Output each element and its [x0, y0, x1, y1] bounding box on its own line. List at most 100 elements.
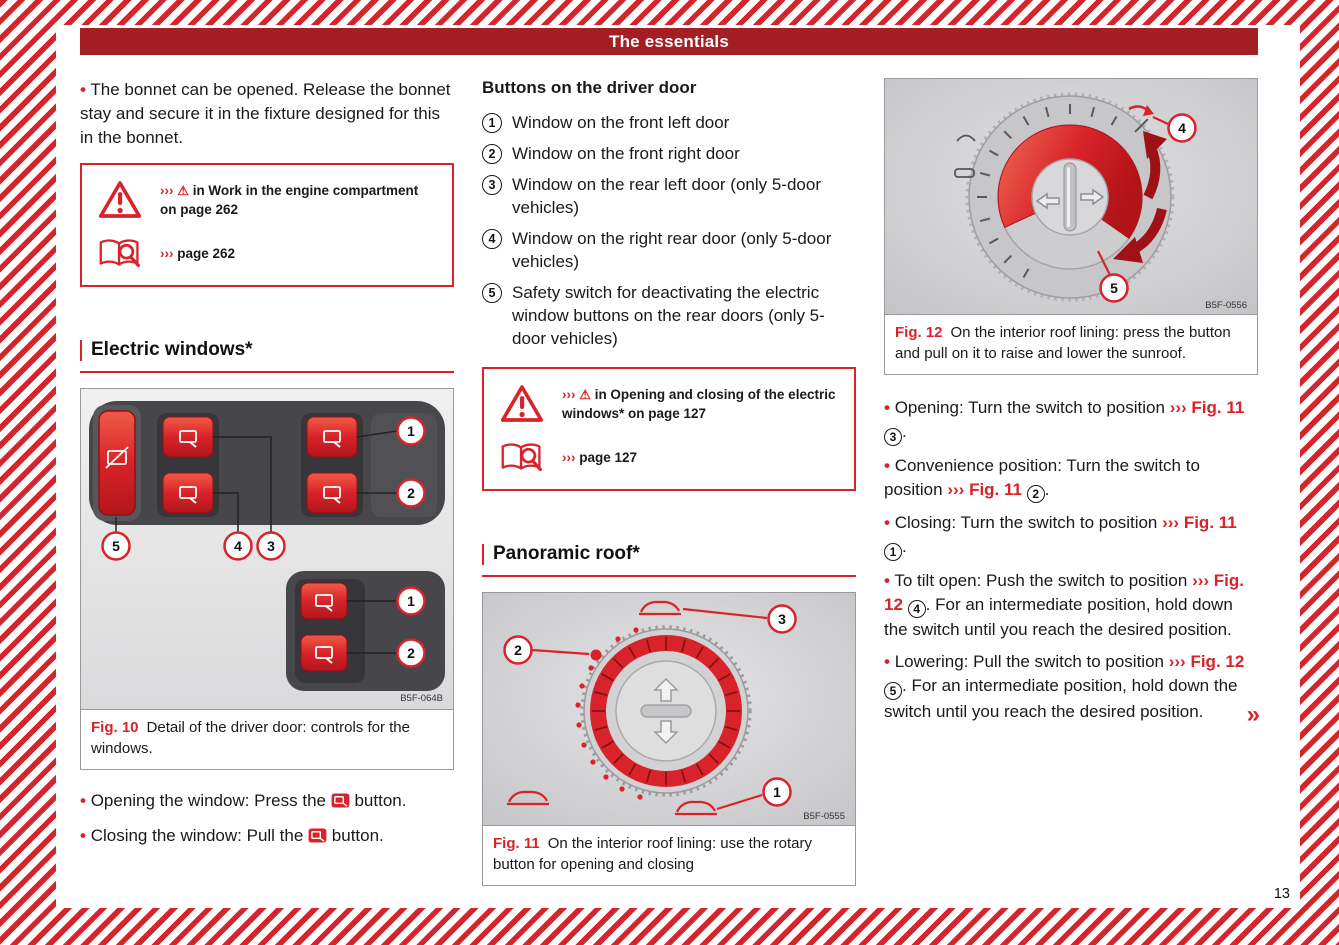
page-title: The essentials: [609, 31, 729, 51]
callout-number: 4: [482, 229, 502, 249]
image-code: B5F-0555: [803, 811, 845, 822]
page-ref-text: page 262: [177, 246, 236, 261]
svg-text:3: 3: [267, 538, 275, 554]
svg-text:5: 5: [112, 538, 120, 554]
figure-10-image: 1 2 5 4: [81, 389, 453, 709]
figure-reference: Fig. 11: [1191, 398, 1245, 417]
callout-5: 5: [1099, 273, 1129, 303]
figure-10-label: Fig. 10: [91, 719, 139, 736]
callout-lines: [1097, 116, 1169, 276]
warning-row: ››› ⚠ in Work in the engine compartment …: [96, 180, 438, 219]
bullet-dot: •: [80, 791, 86, 810]
roof-position-icons: [954, 134, 976, 178]
list-item-text: Safety switch for deactivating the elect…: [512, 283, 825, 348]
callout-rear-left: 3: [256, 531, 286, 561]
figure-10-caption-text: Detail of the driver door: controls for …: [91, 719, 410, 757]
continuation-mark: »: [1246, 700, 1260, 728]
instruction-bullet: • Convenience position: Turn the switch …: [884, 454, 1258, 503]
bullet-dot: •: [884, 455, 890, 475]
callout-safety-switch: 5: [101, 531, 131, 561]
window-control-panel: [89, 401, 445, 525]
callout-ref: 3: [884, 427, 902, 446]
window-button-icon: [331, 791, 350, 815]
page-ref-text: page 127: [579, 450, 638, 465]
warning-triangle-icon: [498, 384, 546, 423]
rear-door-panel: [286, 571, 445, 691]
section-heading-panoramic-roof: Panoramic roof*: [482, 541, 856, 577]
page-header-bar: The essentials: [80, 28, 1258, 55]
bullet-text-post: . For an intermediate position, hold dow…: [884, 676, 1238, 721]
figure-11-caption-text: On the interior roof lining: use the rot…: [493, 835, 812, 873]
roof-closed-icon: [507, 790, 549, 806]
callout-rear-right: 4: [223, 531, 253, 561]
bullet-text-post: .: [1044, 479, 1050, 499]
down-arrow-button: [653, 720, 679, 745]
closing-window-bullet: • Closing the window: Pull the button.: [80, 824, 454, 850]
tilt-arrow: [1143, 131, 1167, 200]
svg-text:2: 2: [407, 645, 415, 661]
safety-switch-button: [98, 410, 136, 516]
callout-ref: 2: [1026, 485, 1045, 503]
list-item: 2 Window on the front right door: [482, 142, 856, 165]
bullet-dot: •: [884, 513, 890, 532]
instruction-bullet: • Lowering: Pull the switch to position …: [884, 650, 1260, 728]
opening-window-text: Opening the window: Press the: [90, 791, 326, 810]
left-arrow-glyph: [1035, 192, 1060, 210]
callout-ref: 4: [907, 600, 926, 618]
figure-reference: Fig. 11: [969, 479, 1022, 499]
sunroof-instructions: • Opening: Turn the switch to position ›…: [884, 396, 1260, 728]
svg-text:4: 4: [234, 538, 242, 554]
page-ref-row: ››› page 127: [498, 441, 840, 474]
push-arrow-icon: [1128, 105, 1154, 116]
figure-11-label: Fig. 11: [493, 835, 540, 852]
page-ref-row: ››› page 262: [96, 237, 438, 270]
figure-12-image: 4 5 B5F-0556: [885, 79, 1257, 314]
figure-11-image: 3 2 1 B5F-0555: [483, 593, 855, 825]
svg-text:5: 5: [1110, 280, 1118, 296]
bonnet-note: • The bonnet can be opened. Release the …: [80, 78, 454, 150]
callout-3: 3: [767, 604, 797, 634]
chevrons: ›››: [562, 450, 576, 465]
instruction-bullet: • Opening: Turn the switch to position ›…: [884, 396, 1258, 446]
list-item: 5 Safety switch for deactivating the ele…: [482, 281, 856, 350]
list-item: 3 Window on the rear left door (only 5-d…: [482, 173, 856, 219]
sunroof-switch: [954, 92, 1175, 302]
page-content-area: The essentials • The bonnet can be opene…: [56, 25, 1300, 908]
inline-warning-icon: ⚠: [177, 182, 189, 198]
closing-window-text-post: button.: [331, 826, 384, 845]
callout-ref: 5: [884, 681, 902, 700]
instruction-bullet: • To tilt open: Push the switch to posit…: [884, 569, 1258, 643]
bullet-text-post: .: [902, 537, 907, 556]
chevrons: ›››: [1168, 652, 1186, 671]
bullet-dot: •: [80, 826, 86, 845]
driver-door-buttons-heading: Buttons on the driver door: [482, 78, 697, 97]
warning-box-windows: ››› ⚠ in Opening and closing of the elec…: [482, 367, 856, 491]
callout-front-window-right: 1: [396, 416, 426, 446]
figure-reference: Fig. 12: [884, 570, 1244, 614]
callout-rear-panel-2: 2: [396, 638, 426, 668]
chevrons: ›››: [1192, 570, 1210, 590]
bullet-text: Opening: Turn the switch to position: [894, 398, 1165, 417]
image-code: B5F-064B: [400, 693, 443, 704]
window-button-icon: [308, 826, 327, 850]
roof-open-icon: [639, 600, 681, 616]
chevrons: ›››: [1162, 513, 1180, 532]
bullet-dot: •: [884, 570, 890, 590]
left-column: • The bonnet can be opened. Release the …: [80, 78, 454, 886]
image-code: B5F-0556: [1205, 300, 1247, 311]
list-item-text: Window on the rear left door (only 5-doo…: [512, 175, 821, 217]
middle-column: Buttons on the driver door 1 Window on t…: [482, 78, 856, 886]
bullet-text: Closing: Turn the switch to position: [894, 513, 1158, 532]
figure-12-label: Fig. 12: [895, 324, 943, 341]
list-item: 4 Window on the right rear door (only 5-…: [482, 227, 856, 273]
svg-text:1: 1: [773, 784, 781, 800]
svg-text:1: 1: [407, 593, 415, 609]
instruction-bullet: • Closing: Turn the switch to position ›…: [884, 511, 1258, 561]
bullet-text-post: .: [902, 422, 907, 441]
bonnet-note-text: The bonnet can be opened. Release the bo…: [80, 80, 451, 147]
right-arrow-glyph: [1080, 188, 1105, 206]
callout-ref: 1: [884, 542, 902, 561]
opening-window-bullet: • Opening the window: Press the button.: [80, 789, 454, 815]
